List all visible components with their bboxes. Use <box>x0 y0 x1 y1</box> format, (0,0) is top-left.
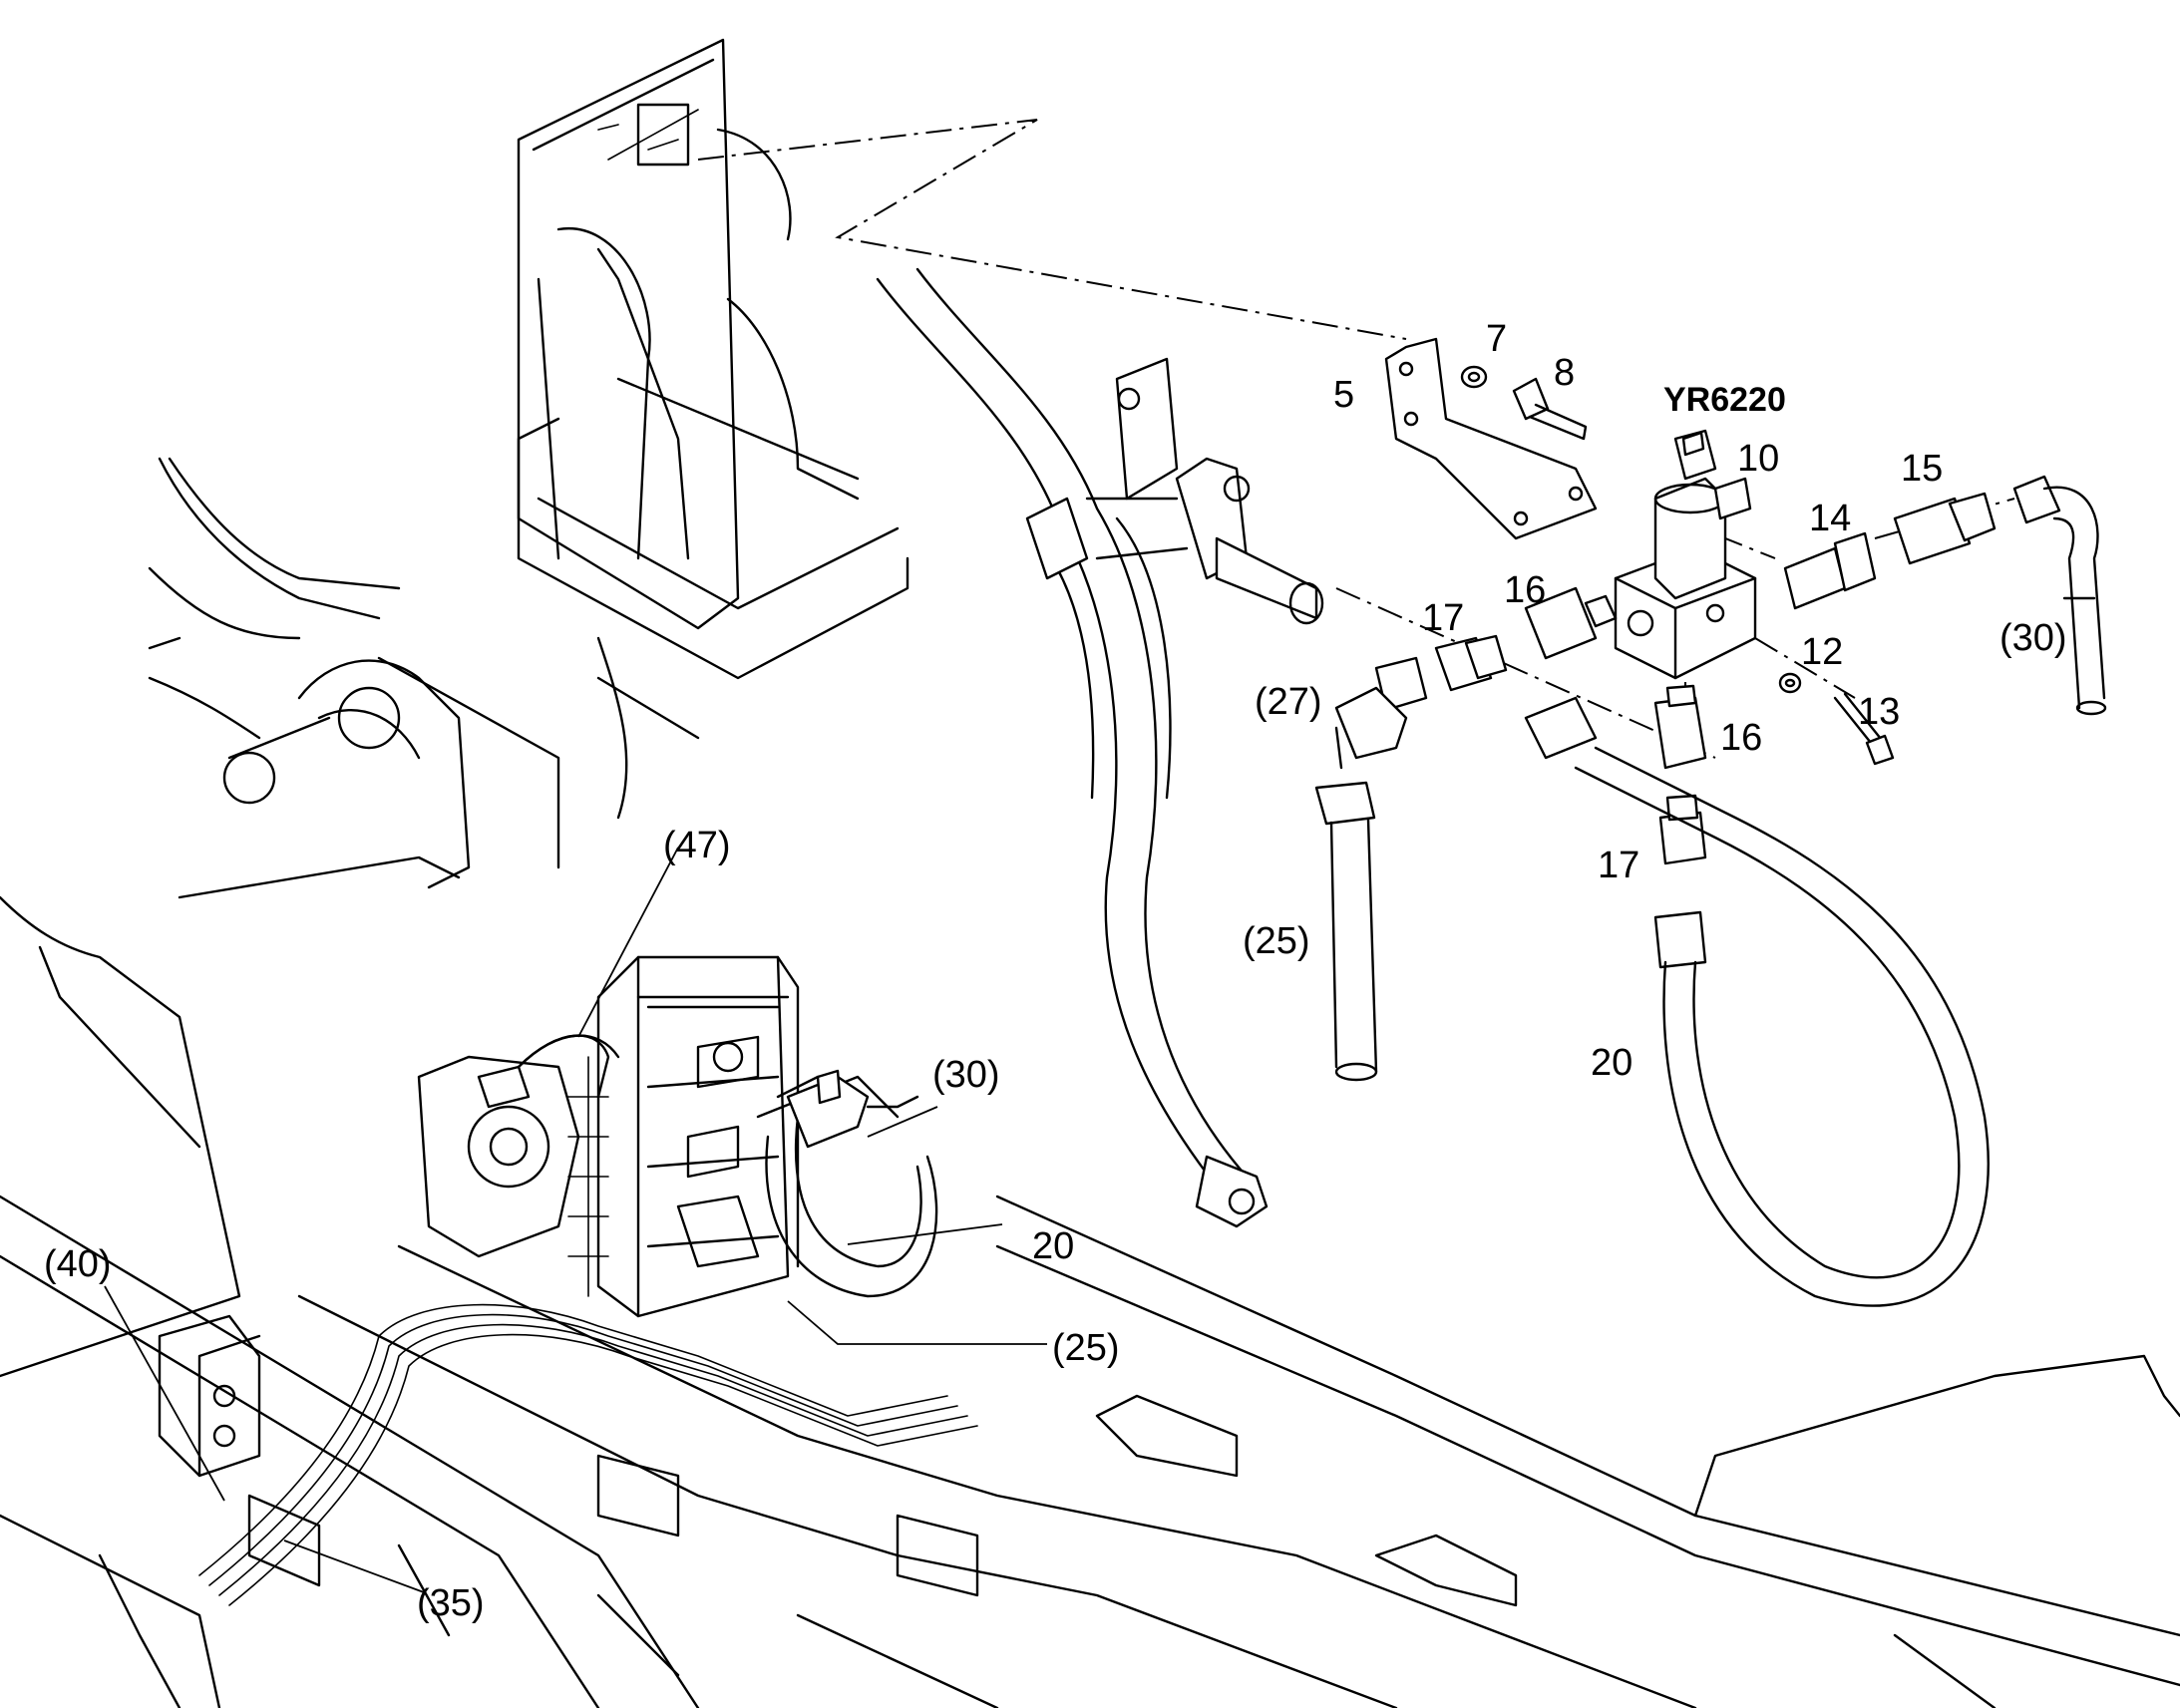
lower-chassis-frame <box>0 457 2180 1708</box>
callout-35: (35) <box>417 1582 485 1624</box>
callout-16-upper: 16 <box>1504 569 1546 611</box>
callout-17-lower: 17 <box>1598 845 1639 886</box>
upper-frame-bracket <box>517 38 909 680</box>
callout-14: 14 <box>1809 498 1851 539</box>
callout-25-lower: (25) <box>1052 1327 1120 1369</box>
callout-10: 10 <box>1737 438 1779 480</box>
solenoid-valve-block <box>1614 429 1757 680</box>
callout-5: 5 <box>1333 374 1354 416</box>
model-code-label: YR6220 <box>1663 381 1786 419</box>
callout-8: 8 <box>1554 352 1575 394</box>
right-fittings <box>1783 475 2107 716</box>
left-fittings <box>1314 586 1618 1082</box>
callout-40: (40) <box>44 1243 112 1285</box>
callout-13: 13 <box>1858 691 1900 733</box>
central-control-valve <box>567 955 800 1318</box>
callout-17-upper: 17 <box>1422 597 1464 639</box>
callout-27: (27) <box>1255 681 1322 723</box>
upper-fitting-assembly <box>1025 357 1324 625</box>
callout-20-left: 20 <box>1032 1225 1074 1267</box>
mounting-bracket-5 <box>1384 337 1598 540</box>
callout-30-center: (30) <box>932 1054 1000 1096</box>
solenoid-mini <box>786 1069 919 1149</box>
callout-20-right: 20 <box>1591 1042 1633 1084</box>
callout-15: 15 <box>1901 448 1943 490</box>
callout-12: 12 <box>1801 631 1843 673</box>
callout-7: 7 <box>1486 318 1507 360</box>
washer-and-bolt <box>1778 672 1895 766</box>
callout-30-right: (30) <box>1999 617 2067 659</box>
left-valve-40 <box>158 1314 261 1478</box>
callout-25-upper: (25) <box>1243 920 1310 962</box>
callout-labels: YR6220 5 7 8 10 12 13 14 15 16 16 17 17 … <box>44 318 2067 1624</box>
long-hose-background <box>876 267 1269 1228</box>
leader-lines <box>104 847 1047 1593</box>
callout-47: (47) <box>663 825 731 866</box>
callout-16-lower: 16 <box>1720 717 1762 759</box>
lower-fittings-and-hose-20 <box>1524 684 1990 1307</box>
